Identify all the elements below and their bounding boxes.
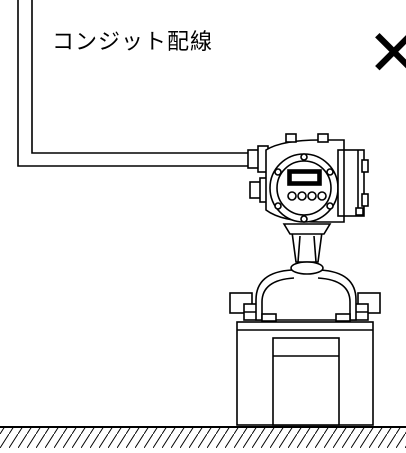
hatched-floor-icon	[0, 426, 406, 448]
caption-text: コンジット配線	[52, 30, 214, 55]
prohibited-mark-glyph: ✕	[367, 30, 406, 90]
conduit-pipe-icon	[17, 0, 248, 167]
flowmeter-body-icon	[229, 269, 381, 426]
transmitter-housing-icon	[247, 133, 369, 223]
transmitter-neck-icon	[282, 223, 332, 275]
prohibited-mark-icon: ✕	[367, 30, 406, 90]
